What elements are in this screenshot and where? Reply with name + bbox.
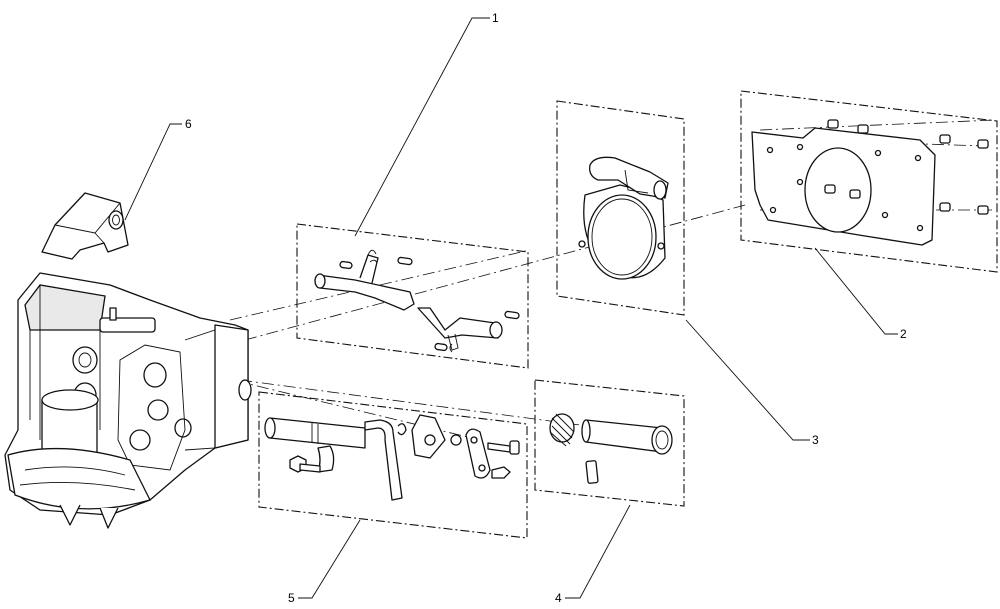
hitch-body — [4, 272, 252, 529]
group-1-parts — [314, 249, 520, 353]
part-6-bracket — [41, 192, 129, 260]
callout-6: 6 — [185, 117, 192, 131]
leader-lines — [124, 17, 898, 599]
group-box-1 — [296, 223, 529, 369]
group-box-4 — [534, 379, 685, 507]
group-4-parts — [549, 413, 673, 484]
callout-5: 5 — [288, 591, 295, 605]
callout-1: 1 — [492, 11, 499, 25]
callout-3: 3 — [812, 433, 819, 447]
group-box-5 — [258, 391, 528, 539]
group-2-parts — [751, 119, 989, 246]
group-5-parts — [264, 414, 520, 501]
bolt-set — [824, 119, 989, 215]
callout-2: 2 — [900, 327, 907, 341]
callout-4: 4 — [555, 591, 562, 605]
group-box-2 — [740, 90, 998, 273]
group-3-parts — [578, 156, 669, 280]
group-box-3 — [556, 100, 685, 316]
callout-labels: 1 2 3 4 5 6 — [185, 11, 907, 605]
